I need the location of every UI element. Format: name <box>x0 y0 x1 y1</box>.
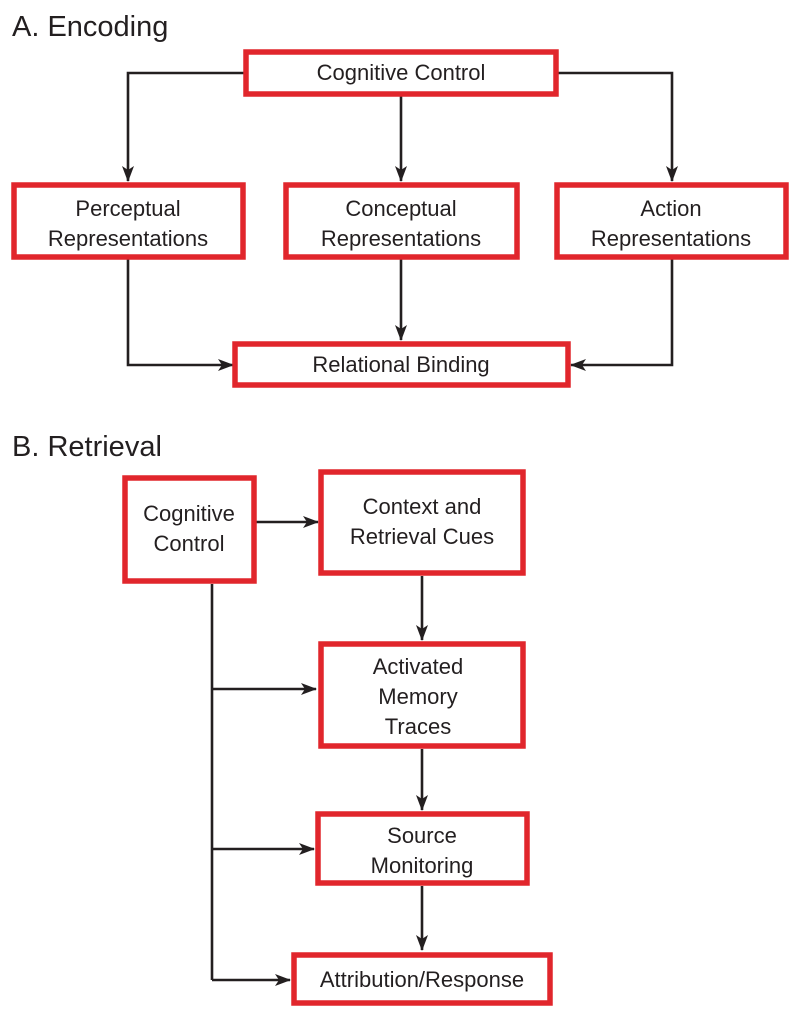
action-label-line2: Representations <box>591 226 751 251</box>
encoding-cognitive-control-label: Cognitive Control <box>317 60 486 85</box>
traces-line3: Traces <box>385 714 451 739</box>
perceptual-label-line1: Perceptual <box>75 196 180 221</box>
traces-line1: Activated <box>373 654 464 679</box>
attribution-response-box: Attribution/Response <box>291 952 553 1006</box>
source-monitoring-box: Source Monitoring <box>315 811 530 886</box>
conceptual-label-line2: Representations <box>321 226 481 251</box>
retrieval-control-line2: Control <box>154 531 225 556</box>
context-retrieval-cues-box: Context and Retrieval Cues <box>318 469 526 576</box>
relational-binding-box: Relational Binding <box>232 341 571 388</box>
conceptual-label-line1: Conceptual <box>345 196 456 221</box>
action-representations-box: Action Representations <box>554 182 789 260</box>
activated-memory-traces-box: Activated Memory Traces <box>318 641 526 749</box>
arrow-control-to-perceptual <box>122 71 246 182</box>
arrow-control-to-action <box>556 71 678 182</box>
monitoring-line2: Monitoring <box>371 853 474 878</box>
action-label-line1: Action <box>640 196 701 221</box>
perceptual-label-line2: Representations <box>48 226 208 251</box>
monitoring-line1: Source <box>387 823 457 848</box>
encoding-connectors <box>122 71 678 371</box>
retrieval-cognitive-control-box: Cognitive Control <box>122 475 257 584</box>
context-cues-line2: Retrieval Cues <box>350 524 494 549</box>
conceptual-representations-box: Conceptual Representations <box>283 182 520 260</box>
encoding-section-title: A. Encoding <box>12 11 168 43</box>
perceptual-representations-box: Perceptual Representations <box>11 182 246 260</box>
retrieval-section-title: B. Retrieval <box>12 431 162 463</box>
encoding-cognitive-control-box: Cognitive Control <box>243 49 559 97</box>
arrow-perceptual-to-binding <box>126 259 234 371</box>
retrieval-connectors <box>210 516 428 986</box>
attribution-response-label: Attribution/Response <box>320 967 524 992</box>
retrieval-control-line1: Cognitive <box>143 501 235 526</box>
arrow-action-to-binding <box>570 259 674 371</box>
relational-binding-label: Relational Binding <box>312 352 489 377</box>
traces-line2: Memory <box>378 684 457 709</box>
context-cues-line1: Context and <box>363 494 482 519</box>
